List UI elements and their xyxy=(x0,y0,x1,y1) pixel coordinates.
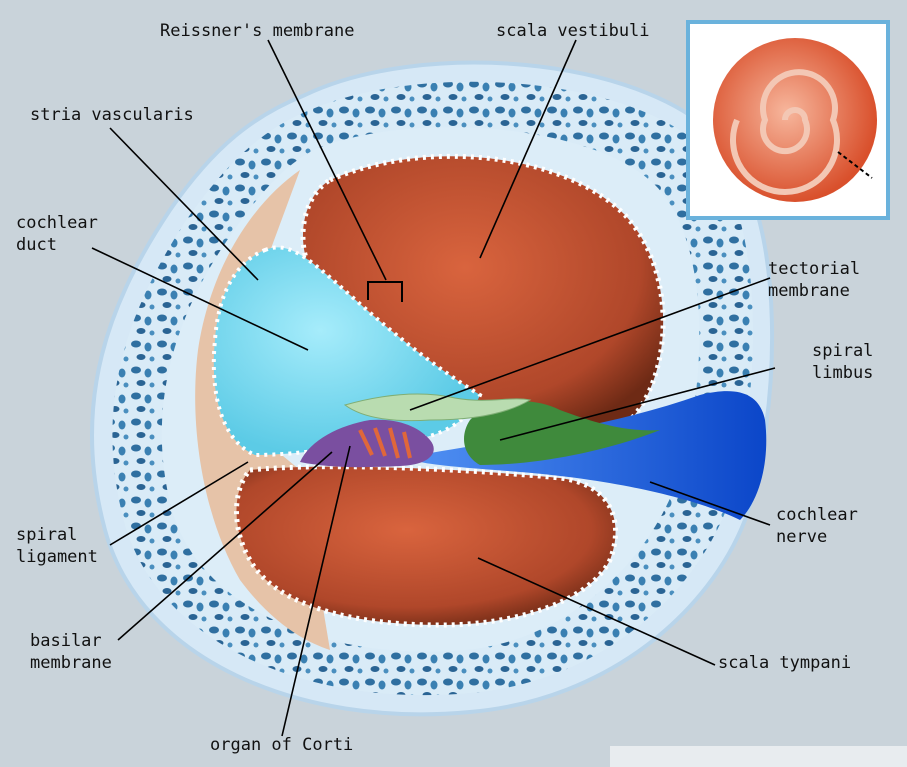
inset-spiral xyxy=(713,38,877,202)
label-scala-vestibuli: scala vestibuli xyxy=(496,20,650,42)
label-scala-tympani: scala tympani xyxy=(718,652,851,674)
label-cochlear-nerve: cochlear nerve xyxy=(776,504,858,548)
label-spiral-ligament: spiral ligament xyxy=(16,524,98,568)
label-basilar-membrane: basilar membrane xyxy=(30,630,112,674)
label-tectorial-membrane: tectorial membrane xyxy=(768,258,860,302)
label-reissners-membrane: Reissner's membrane xyxy=(160,20,354,42)
label-spiral-limbus: spiral limbus xyxy=(812,340,873,384)
bottom-strip xyxy=(610,746,907,767)
label-cochlear-duct: cochlear duct xyxy=(16,212,98,256)
label-stria-vascularis: stria vascularis xyxy=(30,104,194,126)
label-organ-of-corti: organ of Corti xyxy=(210,734,353,756)
